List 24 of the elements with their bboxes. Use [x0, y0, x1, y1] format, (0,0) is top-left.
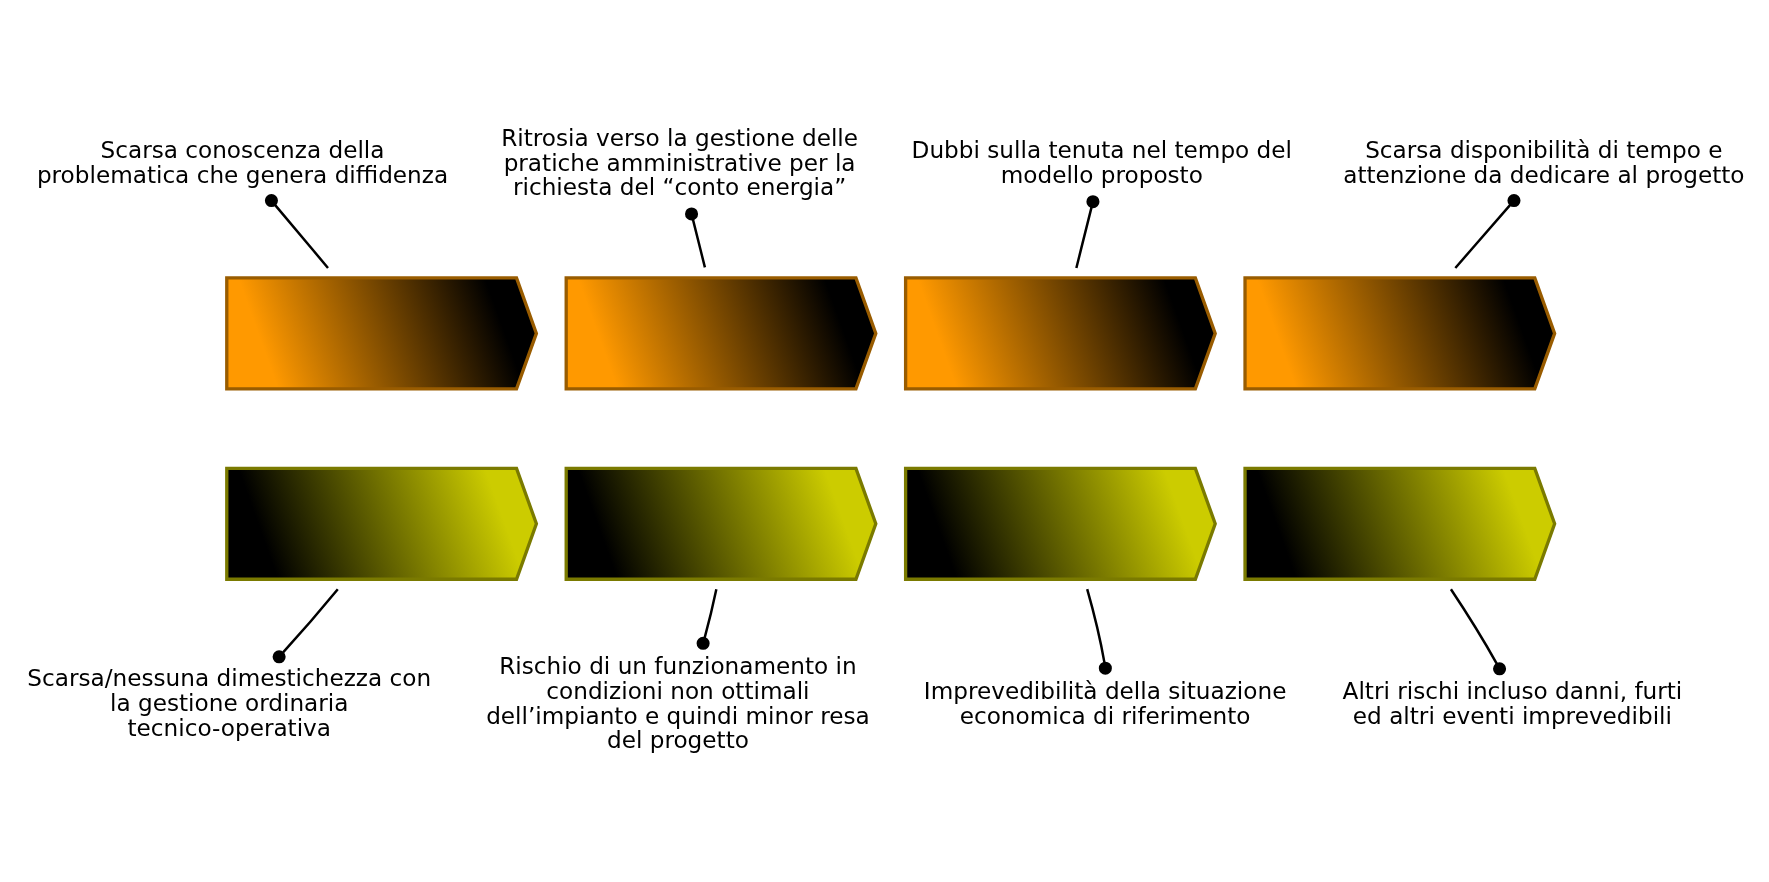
node-text: Rischio di un funzionamento in condizioni non ottimali dell’impianto e quindi minor resa del progetto — [486, 651, 870, 754]
node-chevron — [903, 276, 1217, 391]
node-chevron — [1243, 276, 1557, 391]
connector — [264, 194, 329, 269]
node-chevron — [225, 276, 539, 391]
node-text: Scarsa disponibilità di tempo e attenzione da dedicare al progetto — [1343, 136, 1745, 189]
node-text: Ritrosia verso la gestione delle pratiche amministrative per la richiesta del “conto energia” — [501, 123, 859, 201]
node-chevron — [903, 466, 1217, 581]
node-text: Dubbi sulla tenuta nel tempo del modello proposto — [911, 136, 1292, 189]
connector — [272, 588, 339, 664]
connector — [1449, 588, 1507, 676]
connector — [685, 207, 707, 268]
connector — [1454, 194, 1521, 269]
node-chevron — [225, 466, 539, 581]
node-text: Imprevedibilità della situazione economica di riferimento — [923, 676, 1287, 729]
connector — [1086, 588, 1112, 675]
node-text: Scarsa conoscenza della problematica che genera diffidenza — [36, 136, 449, 189]
node-text: Scarsa/nessuna dimestichezza con la gestione ordinaria tecnico-operativa — [27, 664, 432, 742]
node-chevron — [564, 276, 878, 391]
connector — [1075, 195, 1100, 269]
node-chevron — [1243, 466, 1557, 581]
connector — [696, 588, 718, 650]
node-chevron — [564, 466, 878, 581]
node-text: Altri rischi incluso danni, furti ed altri eventi imprevedibili — [1342, 676, 1683, 729]
